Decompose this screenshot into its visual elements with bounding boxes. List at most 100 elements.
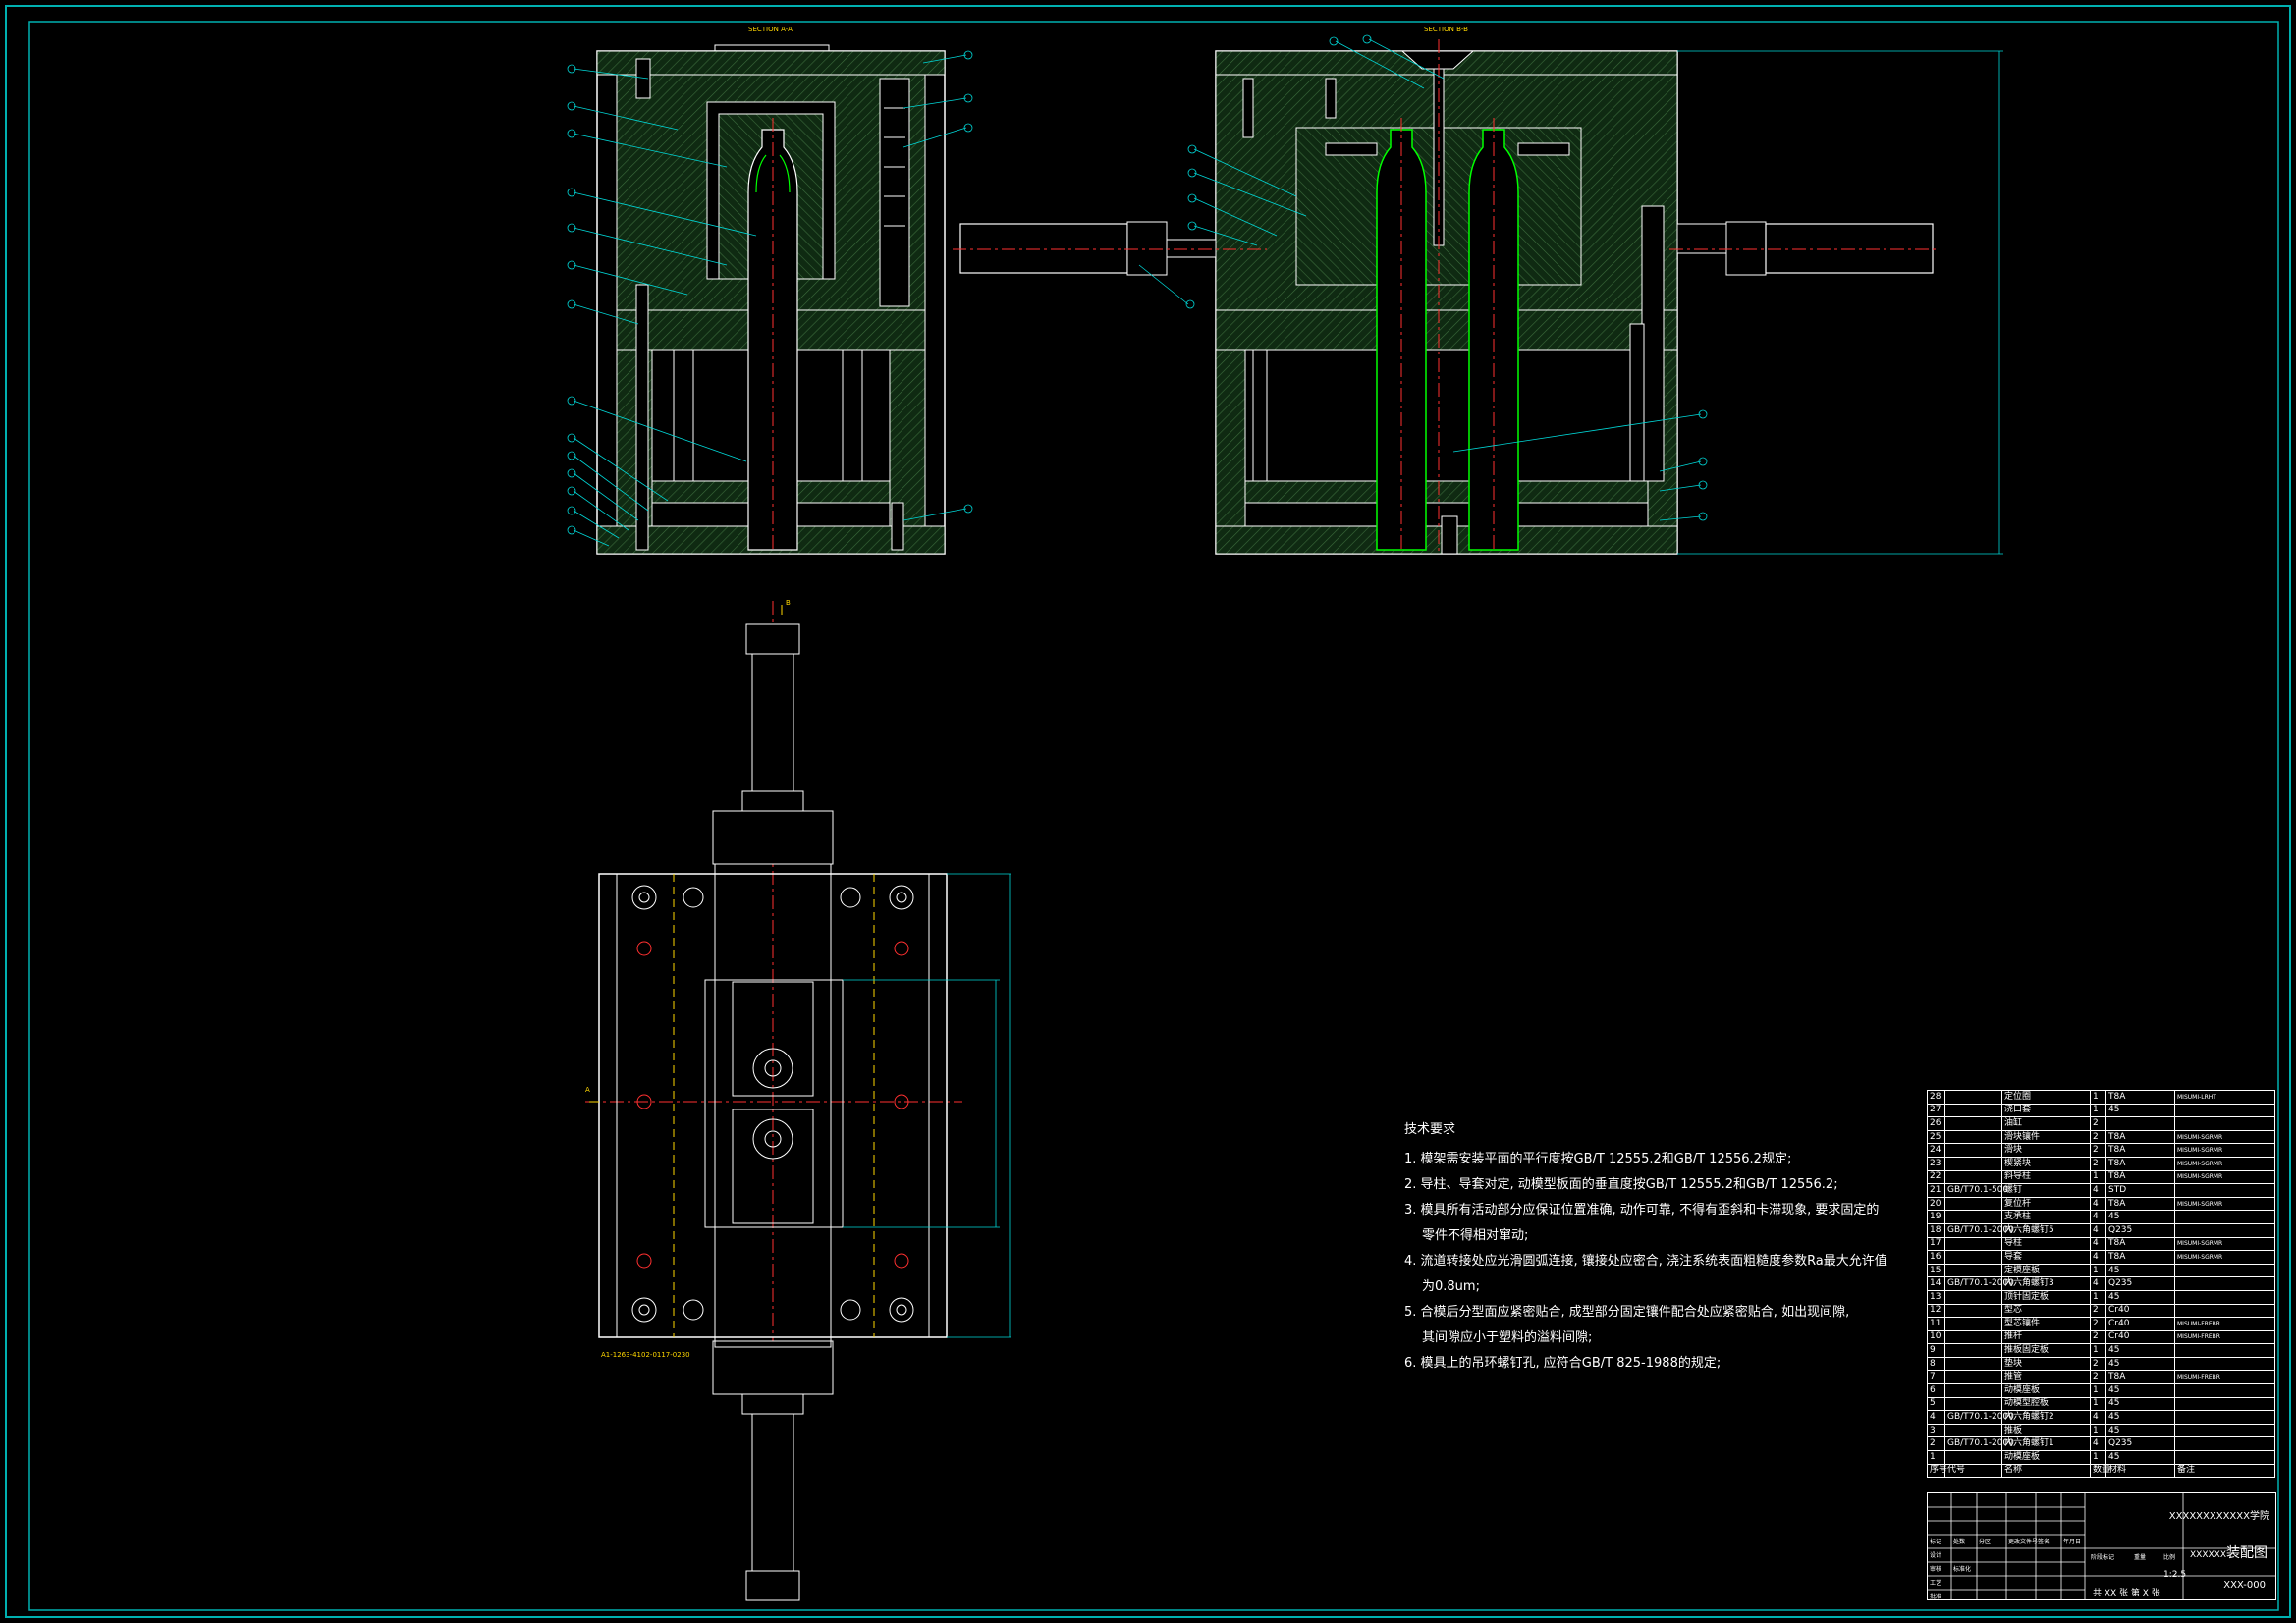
bom-cell-code: [1944, 1289, 2002, 1305]
bom-cell-qty: 4: [2090, 1410, 2106, 1425]
bom-cell-code: [1944, 1383, 2002, 1398]
bom-cell-remark: [2174, 1436, 2275, 1452]
bom-cell-remark: [2174, 1423, 2275, 1438]
bom-cell-material: 45: [2105, 1103, 2175, 1118]
title-block-cell: 年月日: [2063, 1539, 2082, 1545]
bom-header-material: 材料: [2105, 1463, 2175, 1479]
bom-cell-no: 25: [1927, 1129, 1945, 1145]
bom-cell-qty: 4: [2090, 1436, 2106, 1452]
bom-cell-no: 10: [1927, 1329, 1945, 1345]
bom-cell-code: [1944, 1343, 2002, 1358]
bom-cell-name: 螺钉: [2001, 1183, 2091, 1198]
bom-cell-no: 17: [1927, 1236, 1945, 1252]
title-block-cell: 审核: [1930, 1566, 1942, 1573]
bom-cell-remark: MISUMI-SGRMR: [2174, 1196, 2275, 1212]
bom-cell-remark: [2174, 1263, 2275, 1278]
bom-cell-no: 6: [1927, 1383, 1945, 1398]
bom-cell-name: 导柱: [2001, 1236, 2091, 1252]
requirement-5-cont: 其间隙应小于塑料的溢料间隙;: [1422, 1330, 1593, 1345]
title-block-cell: 批准: [1930, 1594, 1942, 1600]
bom-cell-material: 45: [2105, 1383, 2175, 1398]
drawing-code: XXX-000: [2223, 1580, 2266, 1591]
bom-cell-qty: 4: [2090, 1276, 2106, 1291]
drawing-scale: 1:2.5: [2163, 1570, 2187, 1580]
bom-cell-name: 推管: [2001, 1370, 2091, 1385]
bom-cell-name: 推板: [2001, 1423, 2091, 1438]
bom-cell-remark: [2174, 1410, 2275, 1425]
requirement-4: 4. 流道转接处应光滑圆弧连接, 镶接处应密合, 浇注系统表面粗糙度参数Ra最大…: [1404, 1254, 1887, 1269]
requirement-3-cont: 零件不得相对窜动;: [1422, 1228, 1529, 1243]
bom-cell-name: 内六角螺钉5: [2001, 1222, 2091, 1238]
section-b-leaders: [1138, 38, 1702, 521]
bom-cell-code: [1944, 1396, 2002, 1412]
bom-cell-name: 浇口套: [2001, 1103, 2091, 1118]
section-b-balloons: [1185, 34, 1708, 521]
bom-cell-code: [1944, 1169, 2002, 1185]
bom-cell-remark: MISUMI-SGRMR: [2174, 1169, 2275, 1185]
bom-cell-qty: 1: [2090, 1169, 2106, 1185]
title-block-cell: 处数: [1953, 1539, 1966, 1545]
requirement-4-cont: 为0.8um;: [1422, 1279, 1480, 1294]
title-block-cell: 阶段标记: [2091, 1554, 2115, 1561]
bom-cell-code: [1944, 1090, 2002, 1105]
bom-cell-remark: MISUMI-LRHT: [2174, 1090, 2275, 1105]
section-a-title: SECTION A-A: [748, 26, 793, 33]
bom-cell-qty: 4: [2090, 1183, 2106, 1198]
bom-cell-name: 内六角螺钉1: [2001, 1436, 2091, 1452]
outer-border: [5, 5, 2291, 1618]
bom-cell-no: 26: [1927, 1116, 1945, 1131]
section-a-view: [596, 44, 946, 555]
title-block-grid: [1928, 1493, 2275, 1599]
bom-cell-code: [1944, 1116, 2002, 1131]
bom-cell-name: 定位圈: [2001, 1090, 2091, 1105]
bom-cell-remark: [2174, 1183, 2275, 1198]
bom-cell-name: 垫块: [2001, 1356, 2091, 1372]
bom-cell-material: Cr40: [2105, 1303, 2175, 1319]
bom-cell-material: Cr40: [2105, 1317, 2175, 1331]
bom-cell-name: 楔紧块: [2001, 1156, 2091, 1171]
bom-cell-code: [1944, 1156, 2002, 1171]
bom-cell-code: [1944, 1143, 2002, 1158]
bom-cell-code: [1944, 1356, 2002, 1372]
bom-cell-material: Q235: [2105, 1276, 2175, 1291]
requirement-2: 2. 导柱、导套对定, 动模型板面的垂直度按GB/T 12555.2和GB/T …: [1404, 1177, 1838, 1192]
bom-cell-remark: MISUMI-SGRMR: [2174, 1236, 2275, 1252]
bom-cell-no: 3: [1927, 1423, 1945, 1438]
bom-cell-qty: 1: [2090, 1289, 2106, 1305]
bom-cell-material: T8A: [2105, 1370, 2175, 1385]
title-block-cell: 更改文件号: [2008, 1539, 2039, 1545]
bom-cell-code: [1944, 1329, 2002, 1345]
bom-cell-remark: [2174, 1289, 2275, 1305]
bom-cell-qty: 4: [2090, 1250, 2106, 1265]
drawing-name-prefix: XXXXXX: [2190, 1550, 2226, 1560]
bom-header-remark: 备注: [2174, 1463, 2275, 1479]
bom-cell-qty: 1: [2090, 1343, 2106, 1358]
bom-cell-material: 45: [2105, 1263, 2175, 1278]
bom-cell-remark: [2174, 1276, 2275, 1291]
bom-cell-name: 内六角螺钉3: [2001, 1276, 2091, 1291]
bom-cell-code: [1944, 1303, 2002, 1319]
bom-cell-no: 5: [1927, 1396, 1945, 1412]
bom-cell-material: [2105, 1116, 2175, 1131]
requirement-6: 6. 模具上的吊环螺钉孔, 应符合GB/T 825-1988的规定;: [1404, 1356, 1722, 1371]
bom-header-no: 序号: [1927, 1463, 1947, 1479]
bom-cell-qty: 1: [2090, 1423, 2106, 1438]
bom-cell-no: 15: [1927, 1263, 1945, 1278]
bom-cell-remark: MISUMI-SGRMR: [2174, 1156, 2275, 1171]
section-b-marker: B: [786, 599, 791, 607]
title-block-cell: 重量: [2134, 1554, 2147, 1561]
bom-cell-qty: 2: [2090, 1156, 2106, 1171]
bom-cell-code: [1944, 1210, 2002, 1224]
